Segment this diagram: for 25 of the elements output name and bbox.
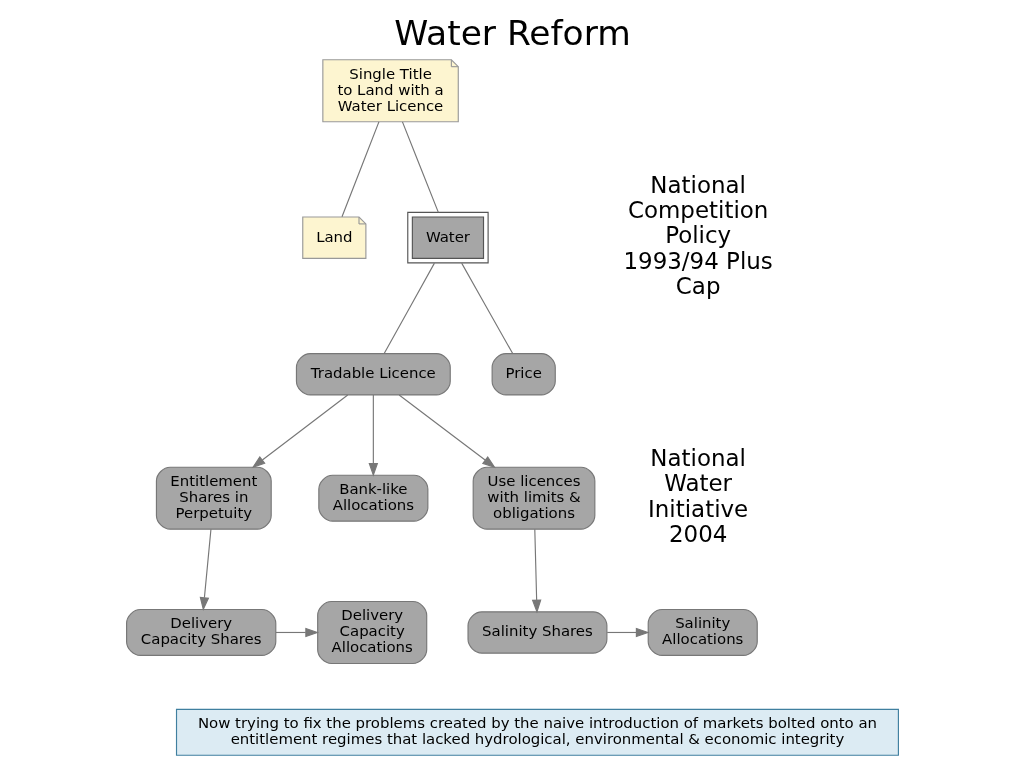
arrow	[251, 394, 348, 469]
node-box: Tradable Licence	[295, 353, 451, 396]
arrow	[274, 627, 319, 638]
node-box: Salinity Allocations	[647, 608, 758, 656]
label: National Water Initiative 2004	[647, 445, 748, 547]
node-box: Salinity Shares	[466, 611, 607, 654]
connector	[340, 121, 379, 218]
node-box: Water	[406, 211, 489, 264]
node-box: Bank-like Allocations	[317, 474, 428, 522]
node-box: Delivery Capacity Shares	[125, 608, 276, 656]
node-box: Use licences with limits & obligations	[472, 466, 595, 530]
connector	[383, 262, 435, 354]
label: National Competition Policy 1993/94 Plus Cap	[623, 171, 773, 299]
connector	[401, 121, 439, 213]
arrow	[398, 394, 496, 469]
node-box: Price	[491, 353, 556, 396]
node-box: Now trying to fix the problems created by the naive introduction of markets bolted onto an entitlement regimes that lacked hydrological, environmental & economic integrity	[175, 708, 899, 756]
node-box: Delivery Capacity Allocations	[316, 600, 427, 665]
arrow	[531, 528, 541, 614]
arrow	[606, 627, 650, 638]
diagram-title: Water Reform	[393, 12, 631, 53]
arrow	[199, 528, 212, 612]
arrow	[368, 394, 378, 477]
node-box: Entitlement Shares in Perpetuity	[155, 466, 272, 530]
connector	[460, 262, 513, 354]
